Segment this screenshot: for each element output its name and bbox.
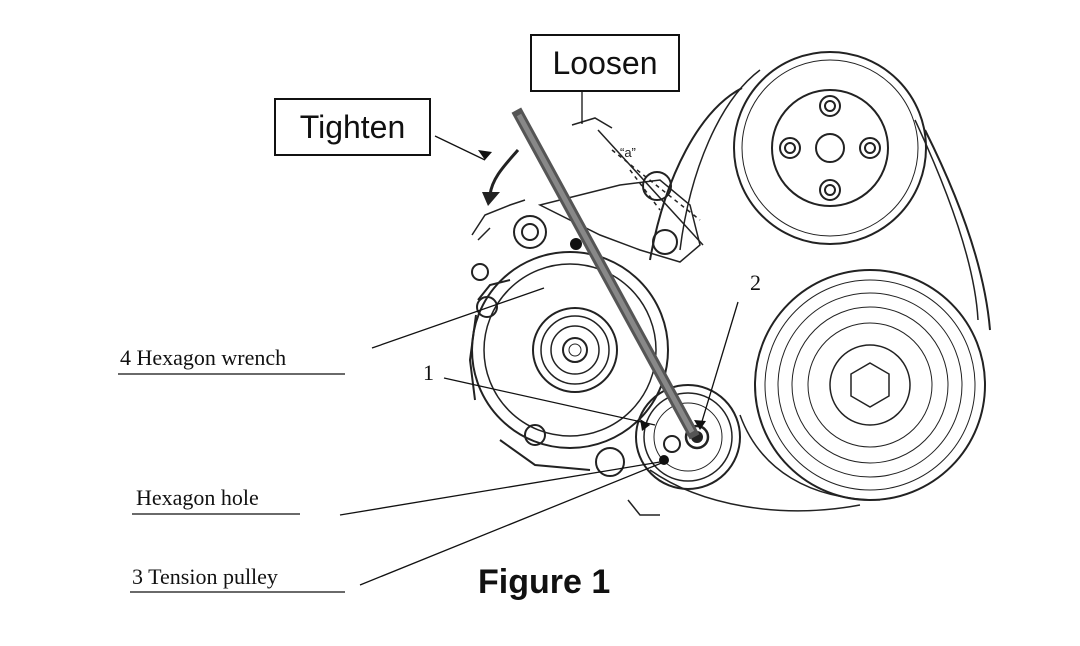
callout-num-1: 1 [423,360,434,385]
loosen-label: Loosen [552,44,658,81]
leader-hexagon-wrench [371,287,545,349]
tighten-rotation-arrowhead [482,192,500,206]
a-dimension [571,117,704,246]
a-label: “a” [620,145,636,160]
callout-num-2: 2 [750,270,761,295]
hexagon-wrench-callout: 4 Hexagon wrench [120,345,287,370]
upper-pulley [733,51,927,245]
tighten-rotation-arrow [488,149,520,196]
leader-num-2 [699,301,739,429]
tension-pulley-drawing [635,384,741,490]
leader-tighten [434,135,486,161]
pivot-point-upper [570,238,582,250]
hexagon-hole-callout: Hexagon hole [136,485,259,510]
num1-arrowhead [640,419,650,431]
loosen-label-box: Loosen [530,34,680,92]
lower-pulley [754,269,986,501]
leader-tension-pulley [359,461,665,586]
tighten-arrowhead [478,150,492,160]
leader-num-1 [443,377,656,426]
figure-caption: Figure 1 [478,563,611,601]
alternator [468,251,669,471]
mounting-bracket [471,171,701,516]
tighten-label: Tighten [299,108,406,145]
tension-pulley-callout: 3 Tension pulley [132,564,278,589]
drive-belt [649,69,991,512]
hexagon-wrench-highlight [516,113,695,434]
tighten-label-box: Tighten [274,98,431,156]
num2-arrowhead [694,420,706,430]
leader-hexagon-hole [339,461,661,516]
